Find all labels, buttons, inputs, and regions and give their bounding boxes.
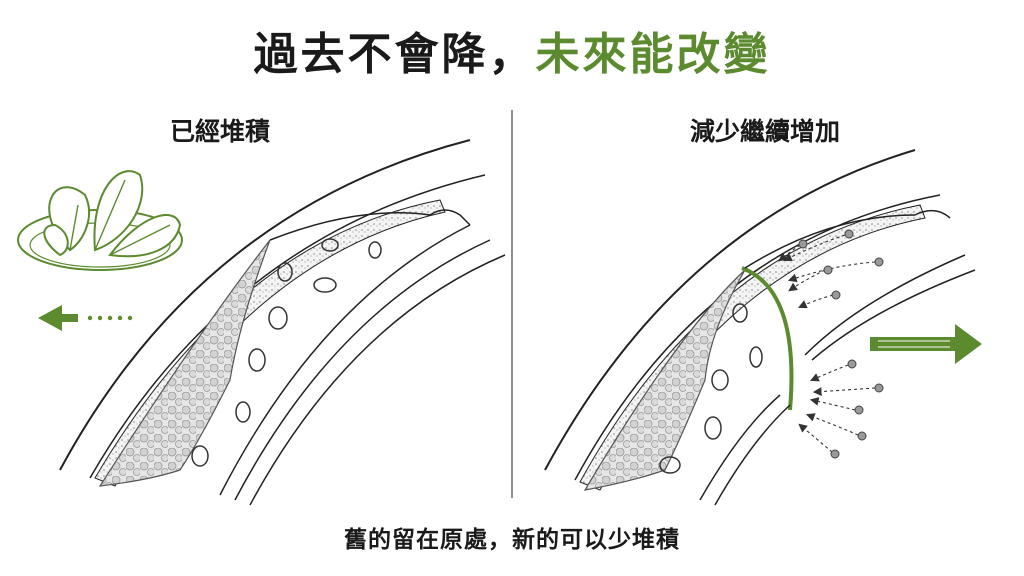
green-barrier-line (741, 266, 794, 411)
left-outgoing-arrow (38, 305, 133, 331)
right-flow-arrow (870, 324, 982, 364)
vegetable-plate-icon (17, 170, 183, 271)
bottom-caption: 舊的留在原處，新的可以少堆積 (344, 527, 680, 553)
blocked-particles-lower (798, 364, 876, 453)
title-part-past: 過去不會降， (253, 29, 536, 80)
blocked-particles-upper (778, 234, 876, 309)
page-title: 過去不會降，未來能改變 (0, 18, 1024, 82)
right-panel-label: 減少繼續增加 (690, 117, 841, 146)
plaque-right (583, 269, 746, 491)
title-part-future: 未來能改變 (535, 29, 771, 80)
right-artery (544, 149, 976, 506)
plaque-left (98, 239, 271, 487)
left-panel-label: 已經堆積 (170, 117, 271, 146)
left-artery (59, 139, 506, 506)
